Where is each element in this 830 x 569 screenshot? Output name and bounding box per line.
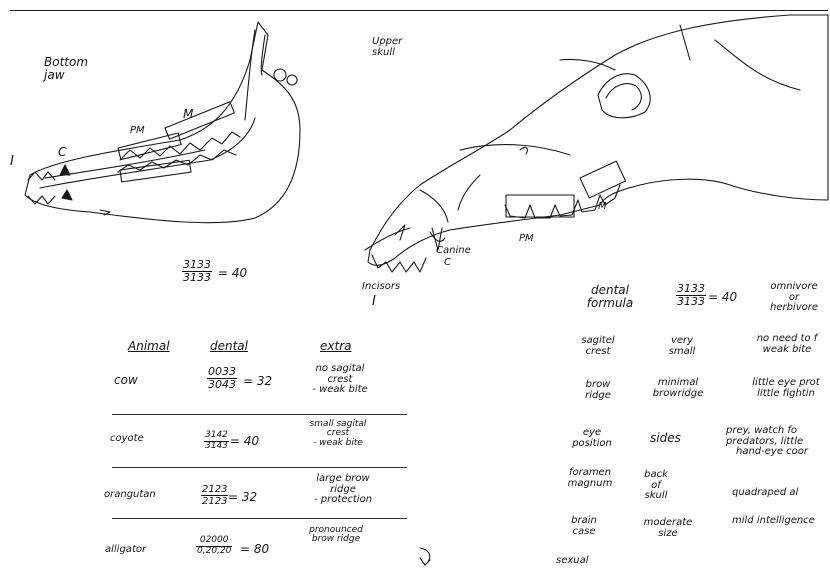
- dental-result: = 80: [240, 542, 269, 556]
- incisors-i-label: I: [372, 295, 376, 309]
- row-divider: [112, 467, 407, 468]
- traits-formula-result: = 40: [708, 290, 737, 304]
- animal-name: orangutan: [104, 490, 156, 501]
- upper-skull-outline: [368, 15, 828, 265]
- canine-label: Canine: [436, 246, 471, 257]
- col-header-dental: dental: [210, 340, 248, 353]
- right-m-label: M: [598, 202, 607, 213]
- canine-c-label: C: [444, 258, 451, 269]
- bottom-jaw-label: Bottom jaw: [44, 56, 88, 81]
- dental-result: = 40: [230, 434, 259, 448]
- trait-name: sexual: [556, 556, 589, 567]
- dental-formula-label: dental formula: [580, 284, 640, 309]
- upper-skull-label: Upper skull: [372, 37, 402, 58]
- right-pm-label: PM: [519, 234, 534, 245]
- row-divider: [112, 518, 407, 519]
- extra-notes: no sagital crest - weak bite: [300, 364, 380, 396]
- col-header-extra: extra: [320, 340, 351, 353]
- incisors-label: Incisors: [362, 282, 400, 293]
- extra-notes: large brow ridge - protection: [298, 474, 388, 506]
- trait-note: mild intelligence: [732, 516, 815, 527]
- center-dental-formula: 3133 3133: [182, 259, 212, 284]
- animal-name: coyote: [110, 434, 144, 445]
- traits-dental-formula: 3133 3133: [676, 283, 706, 308]
- dental-formula: 3142 3143: [204, 431, 229, 452]
- trait-value: sides: [650, 432, 681, 445]
- row-divider: [112, 414, 407, 415]
- diet-note: omnivore or herbivore: [758, 282, 830, 314]
- col-header-animal: Animal: [128, 340, 170, 353]
- dental-result: = 32: [243, 374, 272, 388]
- left-i-label: I: [10, 155, 14, 169]
- animal-name: cow: [114, 374, 138, 387]
- center-formula-result: = 40: [218, 266, 247, 280]
- extra-notes: small sagital crest - weak bite: [298, 420, 378, 448]
- left-c-label: C: [58, 146, 66, 159]
- dental-result: = 32: [228, 490, 257, 504]
- left-pm-label: PM: [130, 126, 145, 137]
- dental-formula: 2123 2123: [201, 484, 228, 507]
- extra-notes: pronounced brow ridge: [296, 526, 376, 545]
- dental-formula: 0033 3043: [207, 366, 237, 391]
- animal-name: alligator: [105, 545, 146, 556]
- left-m-label: M: [183, 108, 193, 121]
- dental-formula: 02000 0,20,20: [196, 536, 232, 557]
- trait-note: quadraped al: [732, 488, 798, 499]
